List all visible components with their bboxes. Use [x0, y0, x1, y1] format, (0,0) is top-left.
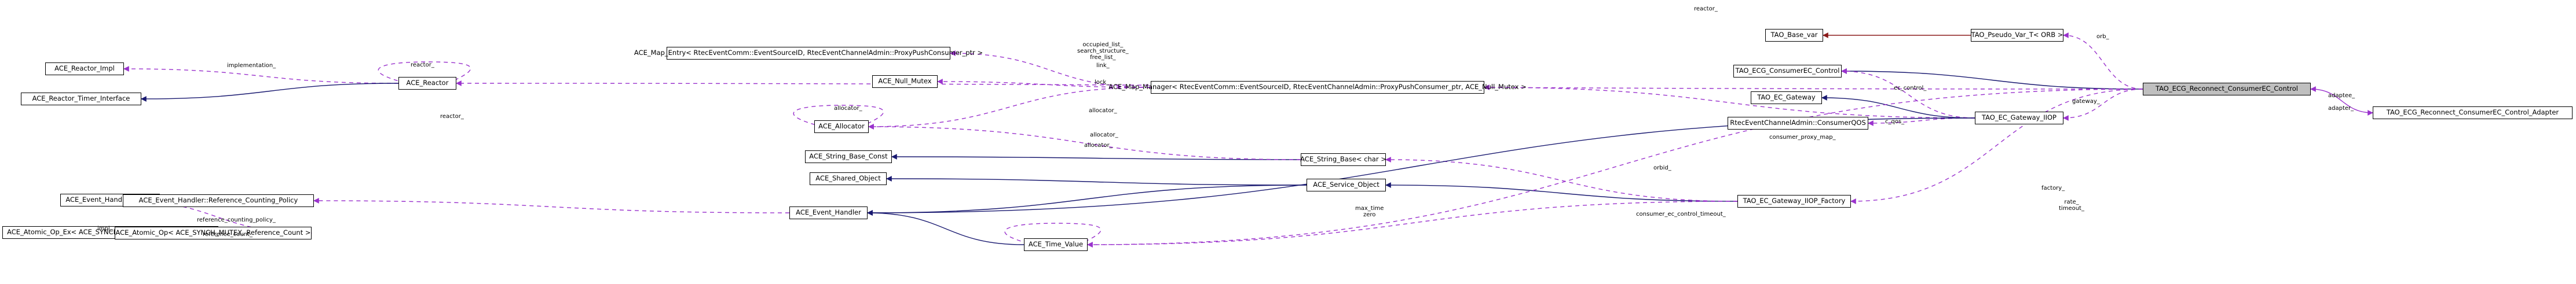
edge-e1-usage — [123, 66, 399, 84]
class-node-tao_ec_gateway_iiop_factory[interactable]: TAO_EC_Gateway_IIOP_Factory — [1737, 195, 1851, 208]
class-node-tao_ec_gateway_iiop[interactable]: TAO_EC_Gateway_IIOP — [1975, 112, 2063, 124]
edge-e20-inheritance — [1821, 95, 1975, 119]
class-node-label: ACE_Service_Object — [1313, 180, 1380, 189]
edge-e25-usage — [1385, 157, 1738, 202]
edge-e18-inheritance — [1841, 68, 2143, 90]
class-node-label: ACE_Reactor — [406, 79, 449, 87]
class-node-label: TAO_ECG_Reconnect_ConsumerEC_Control_Ada… — [2386, 108, 2559, 117]
class-node-ace_reactor[interactable]: ACE_Reactor — [398, 77, 456, 90]
edge-e23-usage — [1484, 84, 1975, 119]
edge-label-e33: reactor_ — [1694, 6, 1718, 12]
edge-e24-inheritance — [1385, 182, 1738, 202]
edge-e17-usage — [2063, 32, 2143, 90]
class-node-label: TAO_EC_Gateway_IIOP_Factory — [1743, 197, 1846, 205]
edge-label-e4: occupied_list_ search_structure_ free_li… — [1077, 42, 1129, 61]
class-node-label: ACE_Map_Manager< RtecEventComm::EventSou… — [1108, 83, 1527, 91]
edge-label-e15: reference_count_ — [203, 231, 253, 238]
edge-label-e31: adaptee_ — [2328, 93, 2355, 99]
edge-label-e29: max_time zero — [1355, 205, 1384, 218]
edge-label-e6: allocator_ — [1089, 108, 1117, 114]
class-node-ace_reactor_timer_interface[interactable]: ACE_Reactor_Timer_Interface — [21, 93, 141, 105]
class-node-ace_map_manager[interactable]: ACE_Map_Manager< RtecEventComm::EventSou… — [1108, 81, 1527, 94]
class-node-ace_map_entry[interactable]: ACE_Map_Entry< RtecEventComm::EventSourc… — [634, 47, 983, 60]
class-node-rtec_consumer_qos[interactable]: RtecEventChannelAdmin::ConsumerQOS — [1728, 117, 1868, 130]
edge-label-l_link: link_ — [1096, 62, 1110, 69]
class-node-label: ACE_Shared_Object — [815, 174, 881, 183]
class-node-tao_ec_gateway[interactable]: TAO_EC_Gateway — [1751, 91, 1822, 104]
class-node-label: TAO_ECG_ConsumerEC_Control — [1735, 67, 1840, 75]
edge-label-e14: reference_counting_policy_ — [197, 217, 276, 223]
edge-e5-usage — [937, 79, 1151, 88]
class-node-ace_allocator[interactable]: ACE_Allocator — [814, 120, 869, 133]
class-node-label: ACE_Null_Mutex — [878, 77, 932, 86]
class-node-label: RtecEventChannelAdmin::ConsumerQOS — [1730, 119, 1866, 127]
edge-e4-usage — [950, 50, 1151, 88]
edge-e10-inheritance — [886, 176, 1307, 186]
edge-label-e19: ec_control_ — [1894, 85, 1927, 91]
class-node-ace_event_handler[interactable]: ACE_Event_Handler — [789, 206, 868, 219]
edge-label-e32: adapter_ — [2328, 105, 2354, 112]
edge-label-e17: orb_ — [2096, 34, 2109, 40]
edge-label-e13: impl_ — [97, 226, 113, 232]
class-node-ace_service_object[interactable]: ACE_Service_Object — [1307, 179, 1386, 191]
edge-label-e7: allocator_ — [834, 105, 862, 112]
edge-e26-usage — [1850, 88, 2143, 204]
edge-e32-usage — [2310, 88, 2373, 116]
edge-label-e3: reactor_ — [411, 62, 434, 68]
edge-label-e28: rate_ timeout_ — [2059, 199, 2084, 212]
class-node-label: TAO_ECG_Reconnect_ConsumerEC_Control — [2156, 84, 2298, 93]
edge-label-e26: factory_ — [2041, 185, 2065, 191]
edge-e30-inheritance — [867, 210, 1024, 245]
edge-e11-inheritance — [867, 185, 1307, 216]
edge-label-e24: orbid_ — [1653, 165, 1671, 171]
class-node-label: ACE_Reactor_Timer_Interface — [32, 94, 130, 103]
class-node-label: TAO_EC_Gateway_IIOP — [1982, 113, 2057, 122]
class-node-ace_shared_object[interactable]: ACE_Shared_Object — [810, 172, 887, 185]
class-node-ace_null_mutex[interactable]: ACE_Null_Mutex — [872, 75, 938, 88]
edge-e3-usage — [378, 61, 471, 85]
class-node-ace_reactor_impl[interactable]: ACE_Reactor_Impl — [45, 62, 124, 75]
edge-e2-inheritance — [141, 83, 399, 102]
edge-label-e22: gateway_ — [2072, 98, 2100, 105]
class-node-tao_base_var[interactable]: TAO_Base_var — [1765, 29, 1823, 42]
class-node-tao_pseudo_var_t_orb[interactable]: TAO_Pseudo_Var_T< ORB > — [1971, 29, 2063, 42]
class-node-label: TAO_EC_Gateway — [1757, 93, 1816, 102]
edge-e19-usage — [1841, 68, 1975, 119]
edge-e6-usage — [868, 87, 1151, 130]
class-node-label: ACE_Event_Handler — [796, 208, 861, 217]
edge-e8-inheritance — [891, 154, 1301, 160]
class-node-tao_ecg_reconnect_adapter[interactable]: TAO_ECG_Reconnect_ConsumerEC_Control_Ada… — [2373, 106, 2573, 119]
edge-label-e8: allocator_ — [1090, 132, 1118, 138]
class-node-ace_time_value[interactable]: ACE_Time_Value — [1024, 238, 1088, 251]
class-node-label: ACE_Time_Value — [1028, 240, 1084, 249]
class-node-tao_ecg_consumerec_control[interactable]: TAO_ECG_ConsumerEC_Control — [1733, 65, 1842, 78]
class-node-label: ACE_Event_Handler::Reference_Counting_Po… — [138, 196, 298, 205]
class-node-tao_ecg_reconnect_control[interactable]: TAO_ECG_Reconnect_ConsumerEC_Control — [2143, 83, 2311, 95]
edge-label-l_reactor_mid: reactor_ — [440, 113, 464, 120]
class-node-label: ACE_Allocator — [818, 122, 865, 131]
edge-e28-usage — [1087, 88, 2143, 248]
edge-e27-usage — [1087, 201, 1738, 248]
edge-label-e1: implementation_ — [227, 62, 276, 69]
edge-e7-usage — [793, 105, 884, 128]
edge-label-e27: consumer_ec_control_timeout_ — [1636, 211, 1726, 217]
class-node-label: TAO_Pseudo_Var_T< ORB > — [1971, 31, 2063, 39]
edge-e14-usage — [313, 198, 790, 213]
class-node-ace_string_base_char[interactable]: ACE_String_Base< char > — [1300, 153, 1386, 166]
class-node-label: TAO_Base_var — [1770, 31, 1818, 39]
class-node-label: ACE_String_Base_Const — [809, 152, 888, 161]
edge-label-e5: lock_ — [1095, 79, 1110, 86]
class-node-label: ACE_String_Base< char > — [1300, 155, 1386, 164]
edge-label-e23: consumer_proxy_map_ — [1769, 134, 1836, 141]
edge-label-l_allocator_b: allocator_ — [1084, 142, 1113, 149]
class-node-label: ACE_Reactor_Impl — [54, 64, 115, 73]
edge-label-e21: c_qos_ — [1885, 119, 1905, 125]
class-node-ace_string_base_const[interactable]: ACE_String_Base_Const — [805, 150, 892, 163]
class-node-ace_event_handler_refcount[interactable]: ACE_Event_Handler::Reference_Counting_Po… — [123, 194, 314, 207]
class-node-label: ACE_Map_Entry< RtecEventComm::EventSourc… — [634, 49, 983, 57]
edge-e29-usage — [1004, 223, 1102, 246]
